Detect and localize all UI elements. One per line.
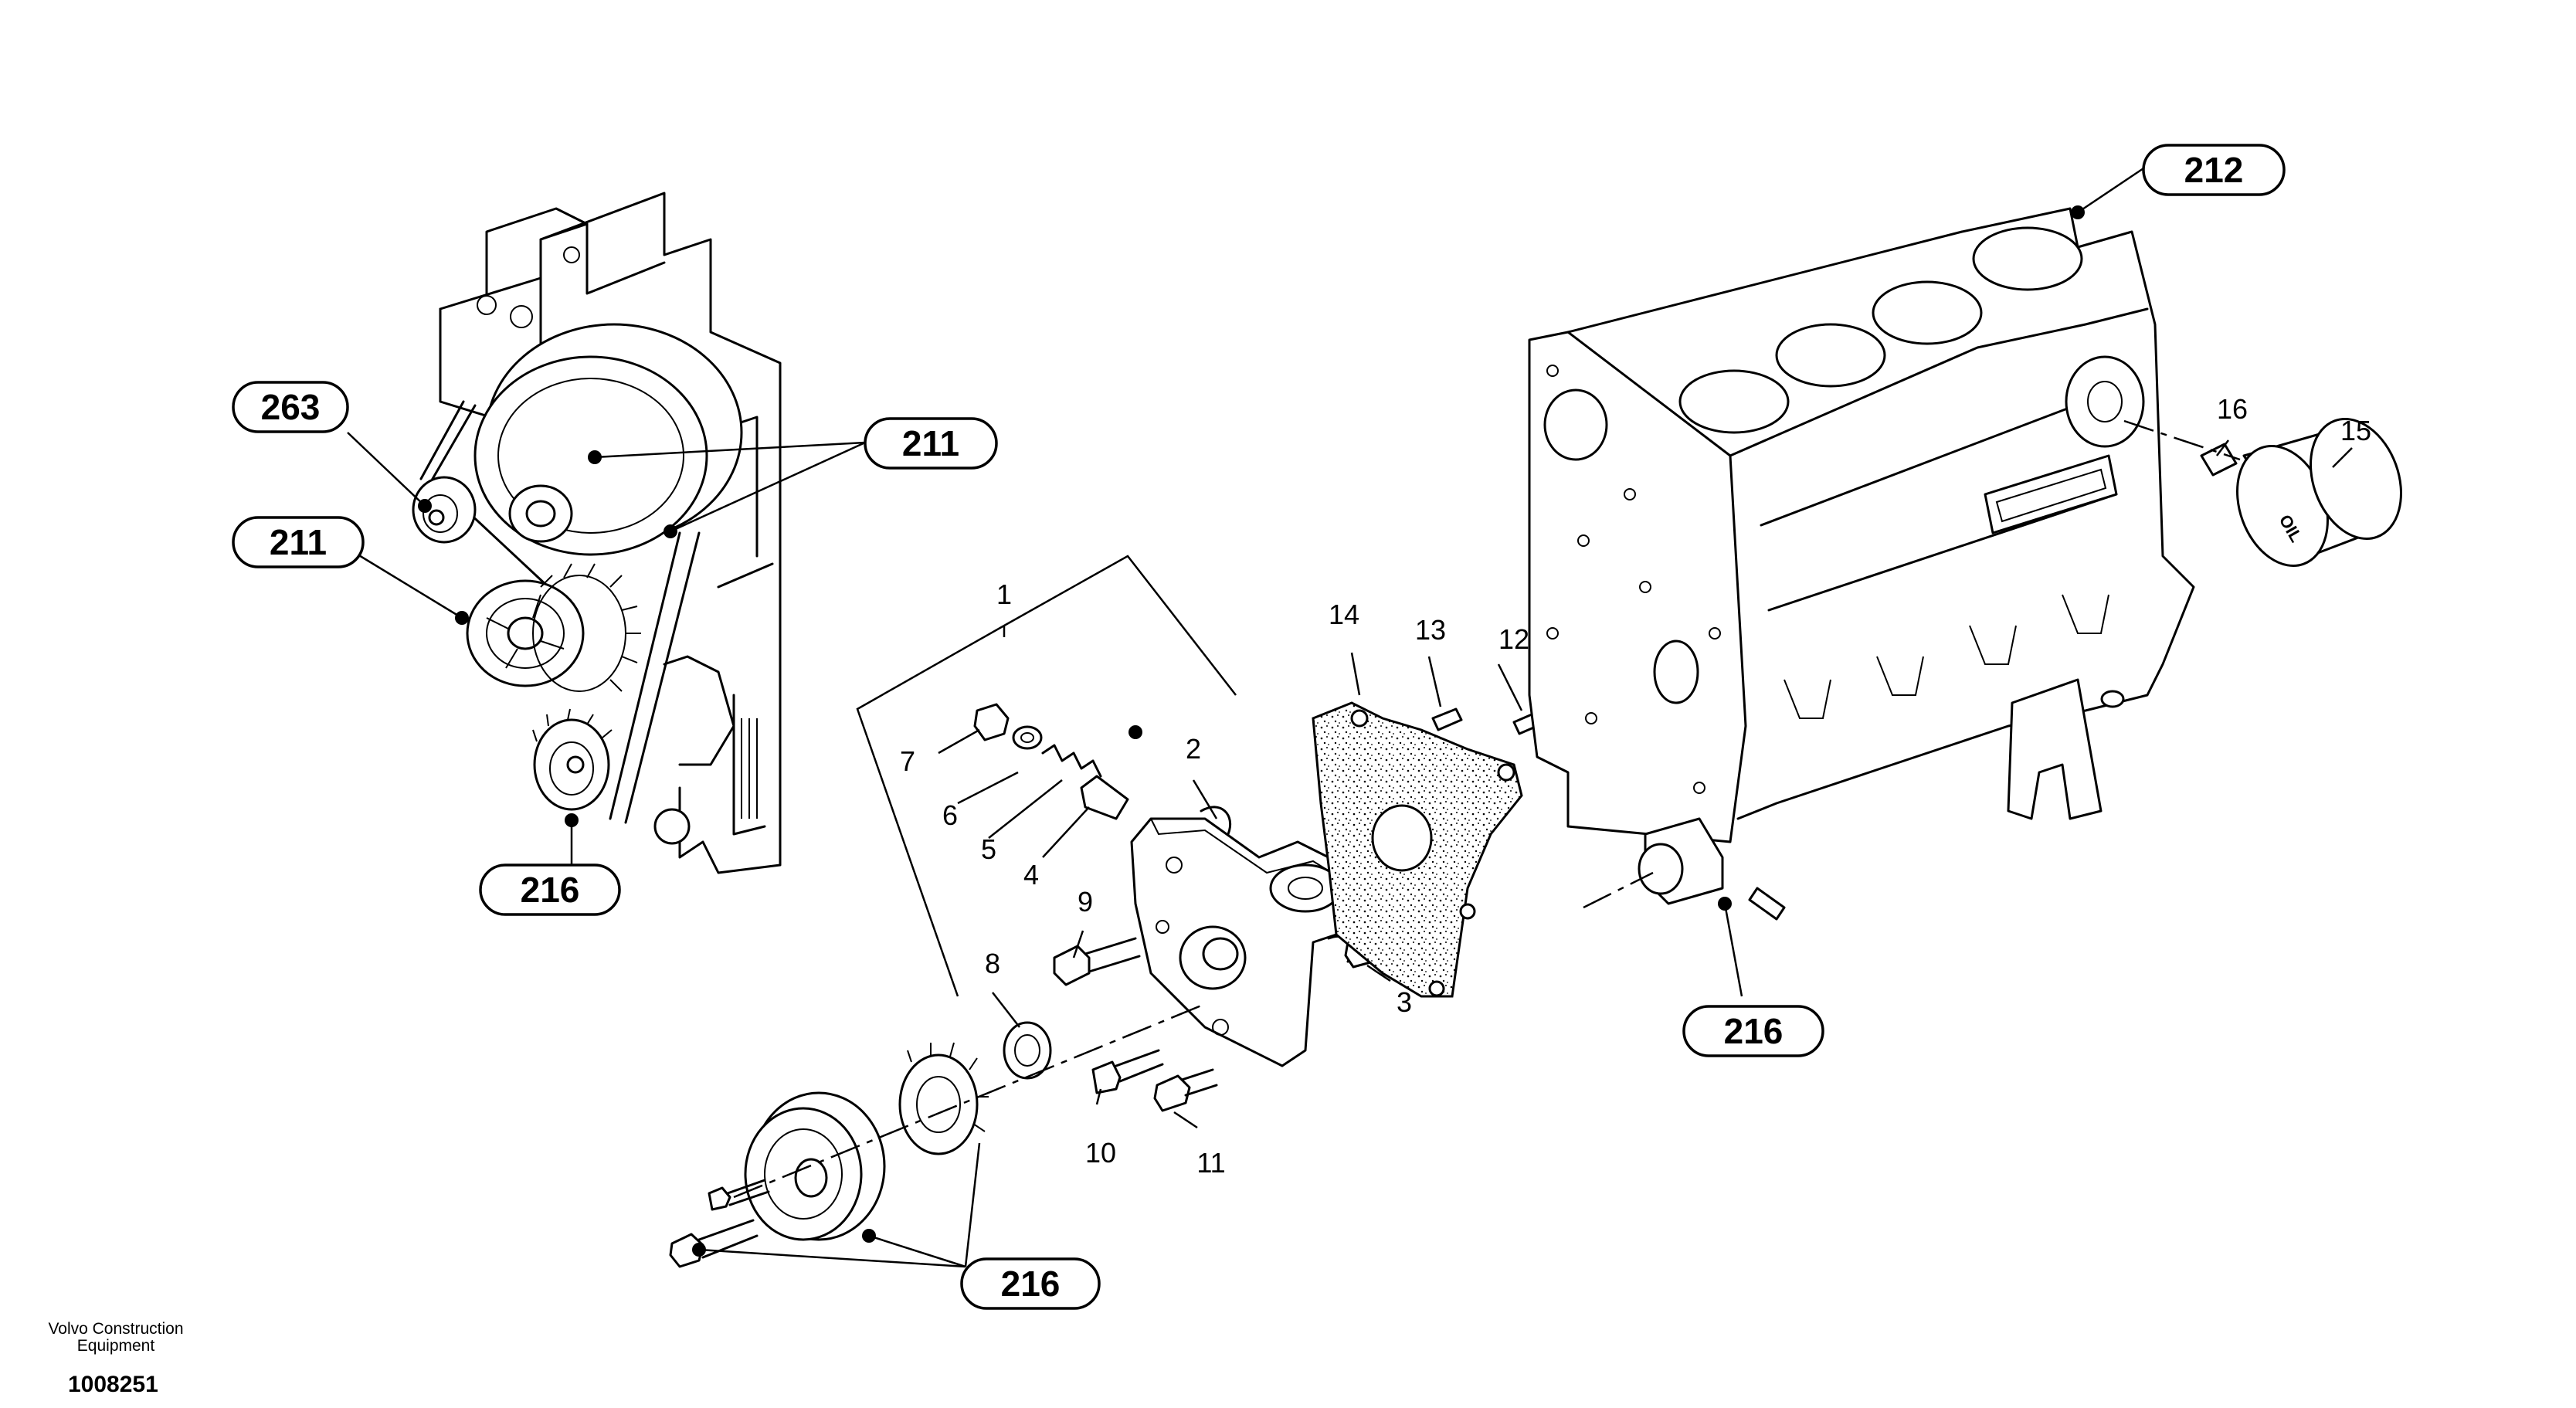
manufacturer-line-2: Equipment [76, 1337, 155, 1355]
callout-263-label: 263 [261, 387, 321, 427]
callout-216-right-label: 216 [1724, 1011, 1784, 1051]
document-number: 1008251 [68, 1372, 158, 1397]
footer: Volvo Construction Equipment 1008251 [31, 1321, 201, 1398]
manufacturer-line-1: Volvo Construction [48, 1320, 184, 1338]
cylinder-block: OIL [1528, 167, 2402, 997]
callout-211-upper: 211 [864, 417, 998, 470]
part-number-3: 3 [1397, 986, 1412, 1018]
part-number-16: 16 [2217, 393, 2248, 425]
callout-216-bottom-label: 216 [1001, 1264, 1061, 1304]
part-number-11: 11 [1196, 1147, 1225, 1179]
timing-gear-assembly [347, 192, 866, 874]
part-number-6: 6 [942, 799, 958, 831]
part-number-2: 2 [1186, 733, 1201, 765]
oil-pump-exploded [669, 555, 1544, 1268]
callout-216-right: 216 [1682, 1005, 1824, 1057]
callout-263: 263 [232, 381, 349, 433]
part-number-5: 5 [981, 833, 996, 865]
part-number-4: 4 [1023, 859, 1039, 891]
callout-216-bottom: 216 [960, 1257, 1101, 1310]
callout-212: 212 [2142, 144, 2286, 196]
part-number-10: 10 [1085, 1137, 1116, 1169]
part-number-8: 8 [985, 948, 1000, 979]
callout-211-upper-label: 211 [902, 423, 959, 463]
part-number-9: 9 [1078, 886, 1093, 918]
part-number-labels: 1 2 3 4 5 6 7 8 9 10 11 12 13 14 15 16 [900, 393, 2371, 1179]
callout-212-label: 212 [2184, 150, 2244, 190]
part-number-14: 14 [1329, 599, 1359, 630]
part-number-1: 1 [996, 578, 1012, 610]
part-number-15: 15 [2340, 415, 2371, 446]
callout-211-left: 211 [232, 516, 365, 568]
callout-216-left: 216 [479, 863, 621, 916]
callout-216-left-label: 216 [521, 870, 580, 910]
part-number-12: 12 [1498, 623, 1529, 655]
callout-211-left-label: 211 [270, 522, 327, 562]
part-number-13: 13 [1415, 614, 1446, 646]
part-number-7: 7 [900, 745, 915, 777]
